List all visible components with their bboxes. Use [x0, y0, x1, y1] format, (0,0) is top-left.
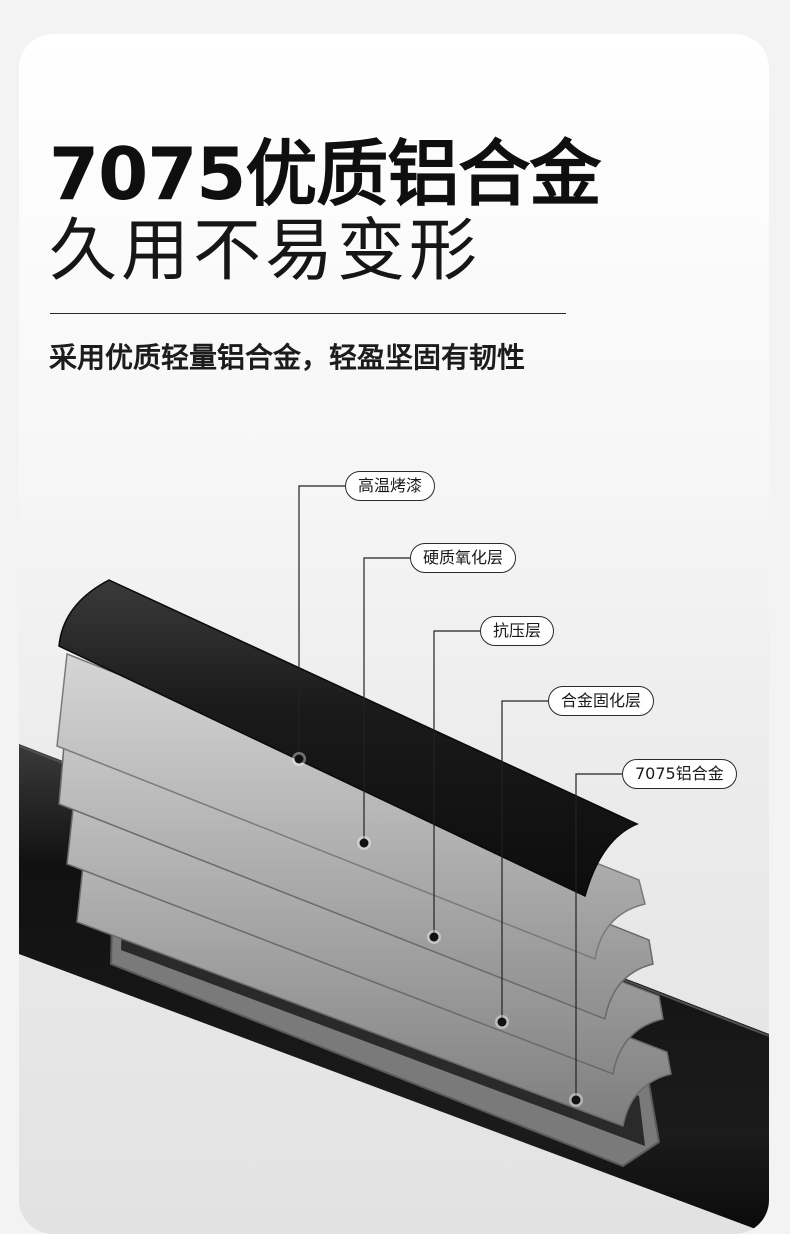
leader-lines — [298, 485, 622, 1100]
callout-hard-oxide: 硬质氧化层 — [410, 543, 517, 573]
headline-title: 7075优质铝合金 — [49, 132, 601, 216]
callout-alloy-cured: 合金固化层 — [548, 686, 655, 716]
layer-marker-dots — [292, 752, 583, 1107]
feature-description: 采用优质轻量铝合金，轻盈坚固有韧性 — [49, 341, 526, 374]
callout-7075-alloy: 7075铝合金 — [622, 759, 737, 789]
headline-subtitle: 久用不易变形 — [49, 212, 482, 291]
feature-card: 7075优质铝合金 久用不易变形 采用优质轻量铝合金，轻盈坚固有韧性 — [19, 34, 769, 1234]
layered-tube-illustration — [19, 485, 769, 1234]
callout-baked-paint: 高温烤漆 — [345, 471, 436, 501]
layer-light-shell — [56, 652, 646, 961]
layer-baked-paint — [58, 579, 639, 898]
divider-line — [50, 313, 566, 314]
callout-pressure-layer: 抗压层 — [480, 616, 555, 646]
